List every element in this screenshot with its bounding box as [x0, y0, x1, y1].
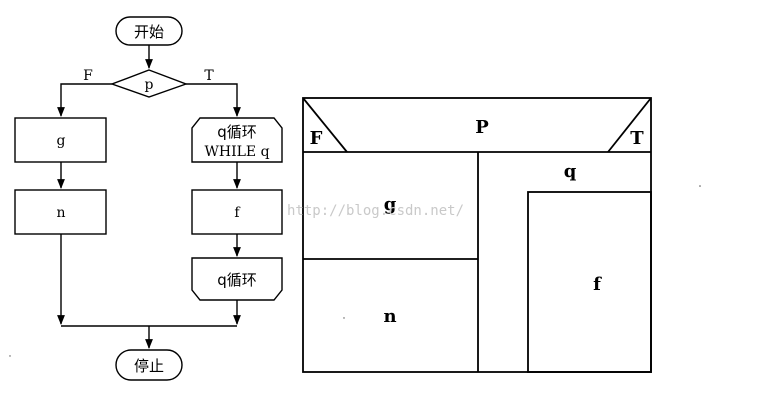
true-branch-connector: [186, 83, 241, 117]
ns-step-g-label: g: [384, 194, 397, 215]
speck: [9, 355, 11, 357]
process-box-f: [191, 189, 283, 235]
false-branch-connector: [57, 83, 112, 117]
ns-loop-condition-label: q: [564, 161, 577, 182]
end-terminator: [115, 349, 183, 381]
watermark-text: http://blog.csdn.net/: [287, 203, 464, 219]
ns-step-n-label: n: [383, 306, 396, 327]
loop-start-label-line1: q循环: [217, 123, 257, 141]
branch-true-label: T: [204, 68, 214, 84]
ns-condition-diagonal-right: [607, 97, 652, 153]
loop-start-box: [191, 117, 283, 163]
speck: [343, 317, 345, 319]
process-label-n: n: [56, 205, 65, 221]
ns-loop-body-label: f: [593, 274, 602, 295]
loop-end-label: q循环: [217, 271, 257, 289]
ns-true-label: T: [630, 128, 644, 149]
process-label-g: g: [57, 133, 66, 149]
ns-condition-label: P: [475, 117, 489, 138]
ns-false-label: F: [310, 128, 323, 149]
ns-loop-body-box: [527, 191, 652, 373]
ns-condition-diagonal-left: [302, 97, 348, 153]
process-box-n: [14, 189, 107, 235]
end-label: 停止: [134, 357, 164, 375]
loop-end-box: [191, 257, 283, 301]
ns-diagram: P F T g n q f: [302, 97, 652, 373]
speck: [699, 185, 701, 187]
flowchart: 开始 p F T g n q循环 WHILE q f q循环: [14, 16, 283, 381]
ns-outer-frame: [302, 97, 652, 373]
process-label-f: f: [234, 205, 241, 221]
decision-label: p: [145, 77, 154, 93]
branch-false-label: F: [83, 68, 93, 84]
start-label: 开始: [134, 23, 164, 41]
decision-diamond: [109, 69, 189, 98]
loop-start-label-line2: WHILE q: [204, 144, 269, 160]
